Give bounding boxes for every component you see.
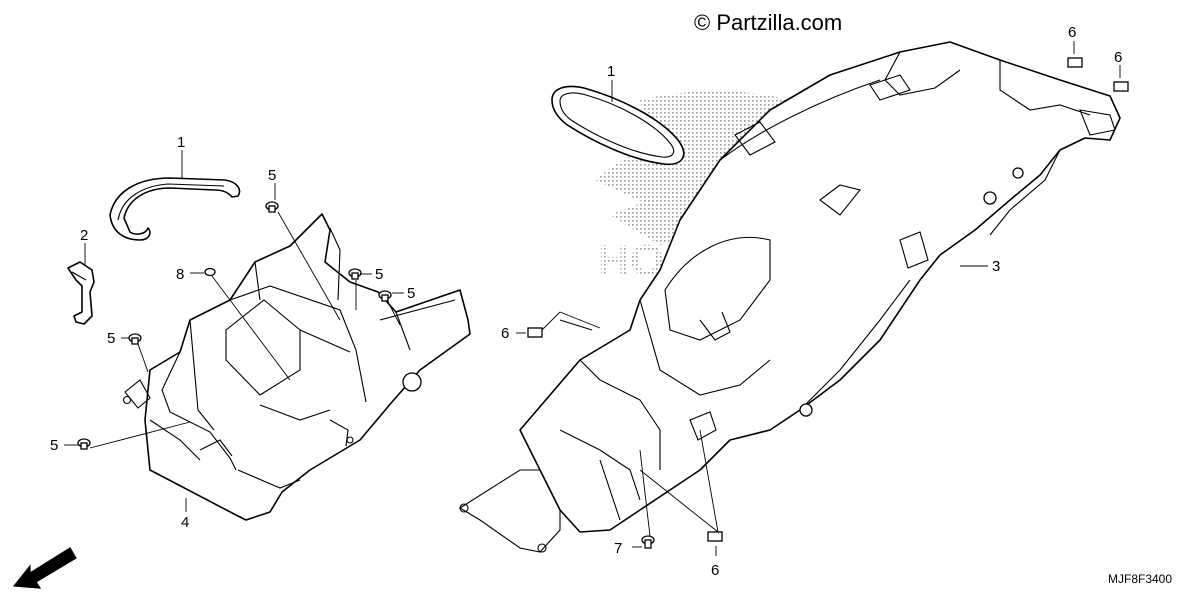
part-rear-fender: [519, 41, 1121, 533]
front-direction-arrow-icon: FR.: [12, 546, 77, 589]
callout-label: 6: [1114, 49, 1122, 66]
left-leader-lines: [64, 150, 404, 512]
callout-label: 8: [176, 266, 184, 283]
callout-label: 6: [711, 562, 719, 579]
watermark: © Partzilla.com: [694, 10, 842, 35]
callout-label: 1: [607, 63, 615, 80]
callout-label: 1: [177, 134, 185, 151]
callout-label: 5: [407, 285, 415, 302]
part-oval-band: [551, 85, 685, 165]
part-bracket: [67, 261, 95, 325]
callout-label: 4: [181, 514, 189, 531]
callout-label: 6: [1068, 24, 1076, 41]
callout-label: 5: [107, 330, 115, 347]
callout-label: 6: [501, 325, 509, 342]
part-splash-flap: [458, 319, 593, 553]
left-fasteners: [77, 201, 392, 450]
callout-label: 5: [50, 437, 58, 454]
callout-label: 7: [614, 540, 622, 557]
part-strap-left: [109, 177, 241, 241]
right-fasteners: [527, 57, 1129, 549]
right-leader-lines: [516, 41, 1121, 556]
callout-label: 2: [80, 227, 88, 244]
callout-label: 3: [992, 258, 1000, 275]
diagram-code: MJF8F3400: [1108, 572, 1172, 586]
part-battery-box: [122, 213, 471, 521]
callout-label: 5: [268, 167, 276, 184]
callout-label: 5: [375, 266, 383, 283]
